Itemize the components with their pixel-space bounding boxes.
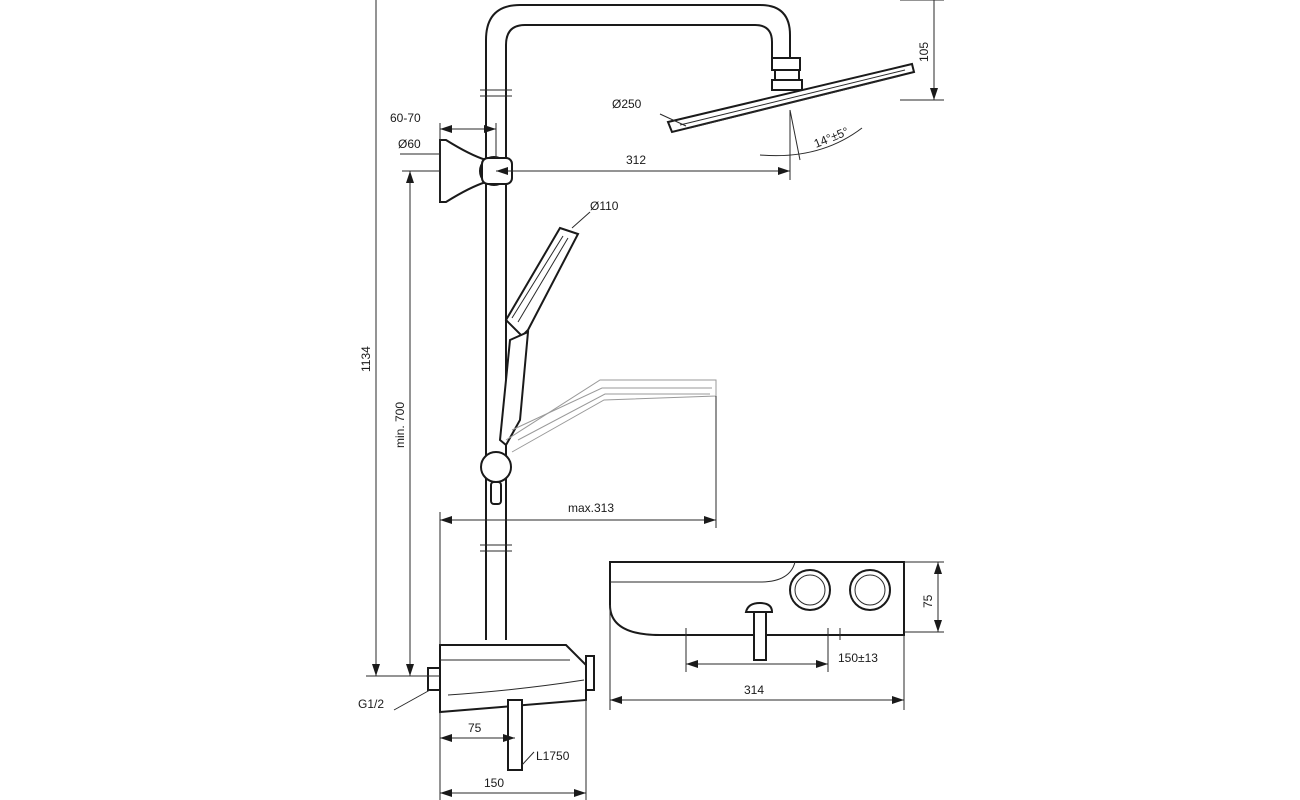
mixer-front-view <box>609 561 905 661</box>
label-head-tilt: 14°±5° <box>812 124 851 151</box>
label-head-diameter: Ø250 <box>612 97 642 111</box>
label-arm-length: 312 <box>626 153 646 167</box>
label-inlet-centres: 150±13 <box>838 651 878 665</box>
label-handshower-diameter: Ø110 <box>590 199 619 213</box>
dimension-lines <box>366 0 944 800</box>
label-mixer-depth: 150 <box>484 776 504 790</box>
label-inlet-thread: G1/2 <box>358 697 384 711</box>
overhead-shower-head <box>666 57 916 134</box>
label-overall-height: 1134 <box>359 346 373 372</box>
hand-shower-alt-position <box>505 379 717 453</box>
label-hose-length: L1750 <box>536 749 570 763</box>
label-bracket-diameter: Ø60 <box>398 137 421 151</box>
label-handshower-reach: max.313 <box>568 501 614 515</box>
label-min-height: min. 700 <box>393 402 407 448</box>
hand-shower <box>498 226 580 447</box>
label-mixer-height: 75 <box>921 594 935 608</box>
label-bracket-offset: 60-70 <box>390 111 421 125</box>
label-mixer-offset: 75 <box>468 721 482 735</box>
shower-riser <box>480 4 791 640</box>
label-mixer-width: 314 <box>744 683 764 697</box>
slider-knob <box>480 451 512 505</box>
label-head-drop: 105 <box>917 42 931 62</box>
mixer-side-view <box>427 644 595 771</box>
